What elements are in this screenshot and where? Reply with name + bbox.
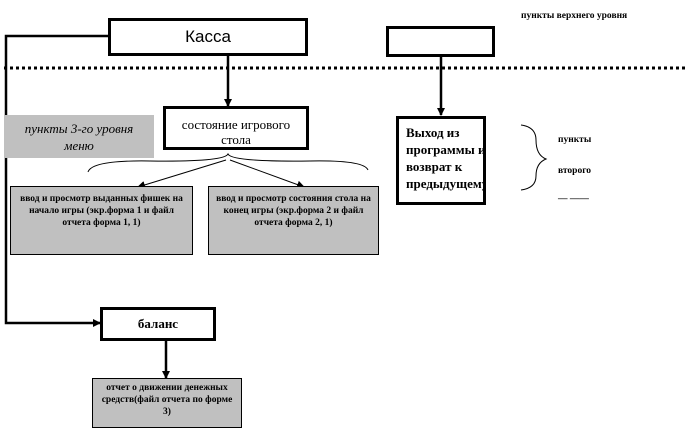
report-label: отчет о движении денежных средств(файл о… <box>101 383 233 417</box>
brace-under-state <box>87 152 369 173</box>
input-chips-box[interactable]: ввод и просмотр выданных фишек на начало… <box>10 186 193 255</box>
kassa-to-balance-line <box>4 34 108 327</box>
empty-top-level-box[interactable] <box>386 26 495 57</box>
state-to-input-state-arrow <box>229 159 305 189</box>
state-box[interactable]: состояние игрового стола <box>163 106 309 150</box>
level2-label-line3: — —— <box>558 194 589 204</box>
input-state-label: ввод и просмотр состояния стола на конец… <box>216 194 371 228</box>
balance-label: баланс <box>137 316 179 331</box>
input-chips-label: ввод и просмотр выданных фишек на начало… <box>20 194 183 228</box>
level2-label-line2: второго <box>558 166 592 176</box>
kassa-label: Касса <box>185 27 231 46</box>
input-state-box[interactable]: ввод и просмотр состояния стола на конец… <box>208 186 379 255</box>
level3-label-text: пункты 3-го уровня меню <box>24 120 134 153</box>
exit-label: Выход из программы и возврат к предыдуще… <box>406 125 486 191</box>
level2-label-line1: пункты <box>558 135 592 145</box>
exit-box[interactable]: Выход из программы и возврат к предыдуще… <box>396 116 486 205</box>
report-box[interactable]: отчет о движении денежных средств(файл о… <box>92 378 242 428</box>
brace-right-of-exit <box>520 124 548 191</box>
level3-label: пункты 3-го уровня меню <box>4 115 154 158</box>
state-label: состояние игрового стола <box>181 117 291 147</box>
balance-box[interactable]: баланс <box>100 307 216 341</box>
top-level-label: пункты верхнего уровня <box>521 11 628 21</box>
state-to-input-chips-arrow <box>137 159 227 189</box>
kassa-box[interactable]: Касса <box>108 18 308 56</box>
